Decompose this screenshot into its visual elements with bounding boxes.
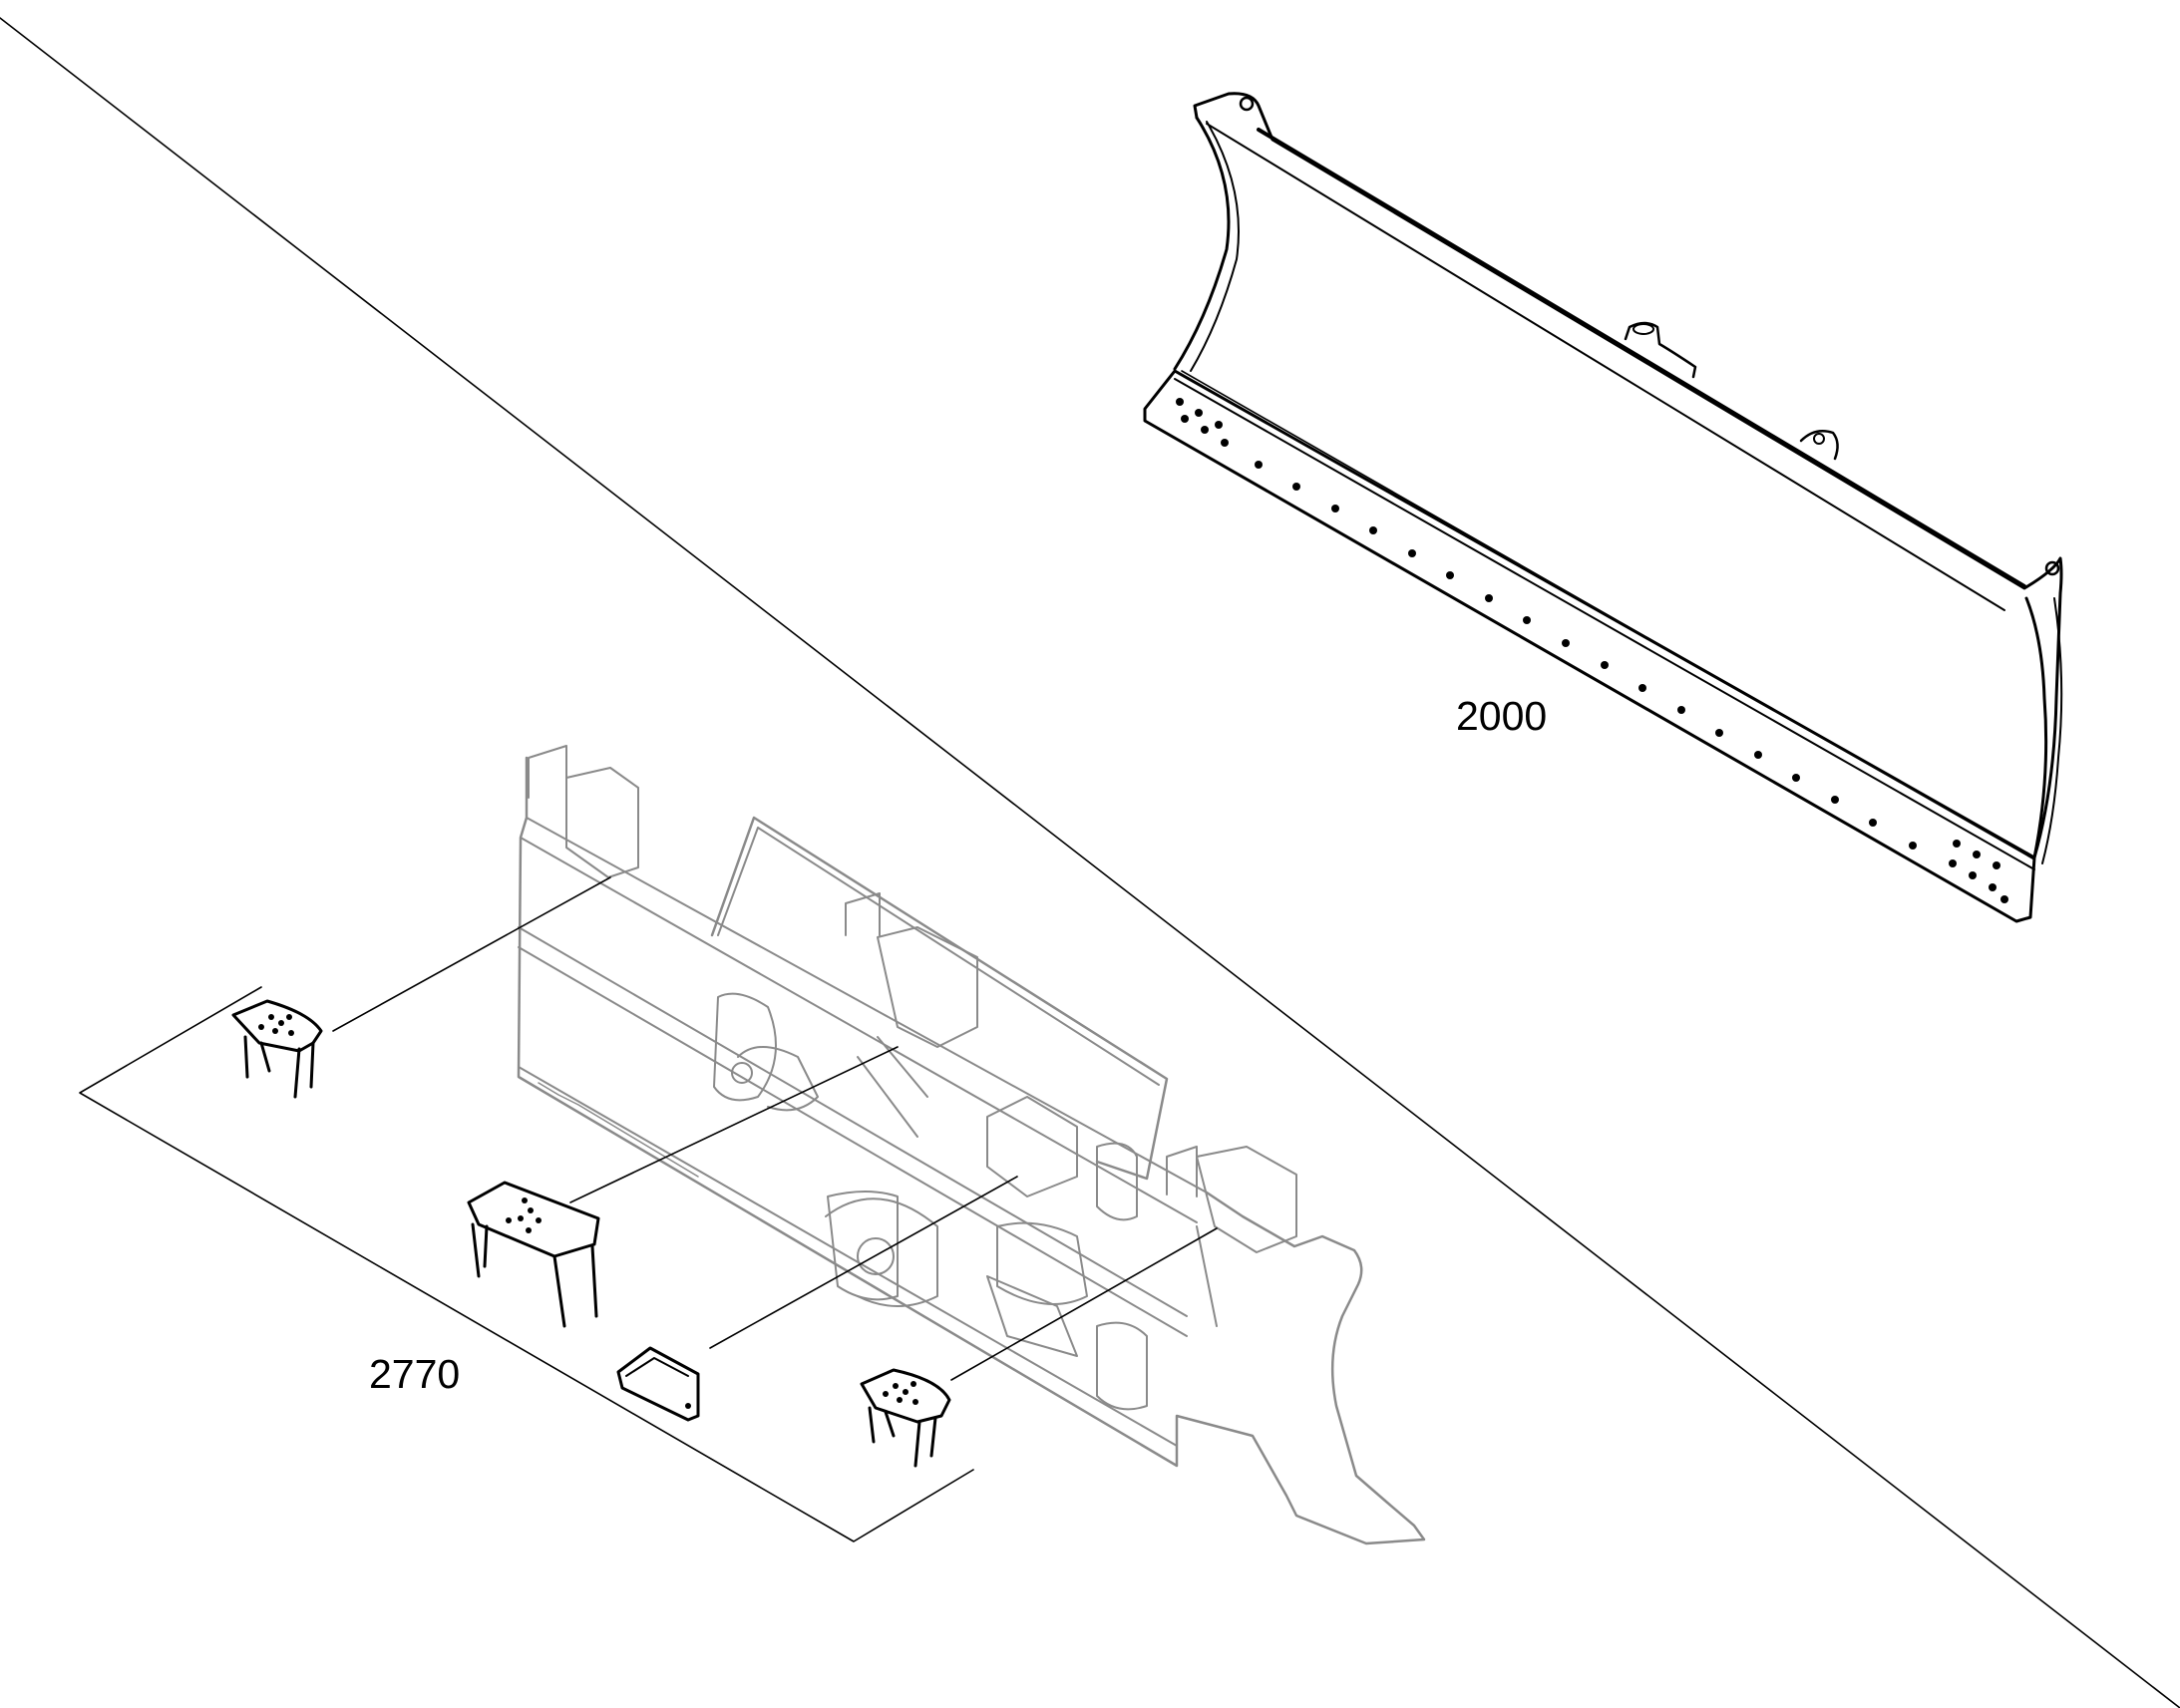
blade-frame-assembly	[517, 745, 1426, 1545]
dozer-blade-2000	[1143, 92, 2063, 923]
bracket-b	[467, 1181, 600, 1328]
bracket-c	[616, 1346, 700, 1422]
bracket-a	[231, 999, 323, 1099]
part-number-2000: 2000	[1456, 693, 1547, 739]
part-number-2770: 2770	[369, 1351, 460, 1397]
separator-line	[0, 17, 2180, 1708]
bracket-d	[860, 1368, 951, 1468]
brackets-2770	[79, 876, 1218, 1542]
